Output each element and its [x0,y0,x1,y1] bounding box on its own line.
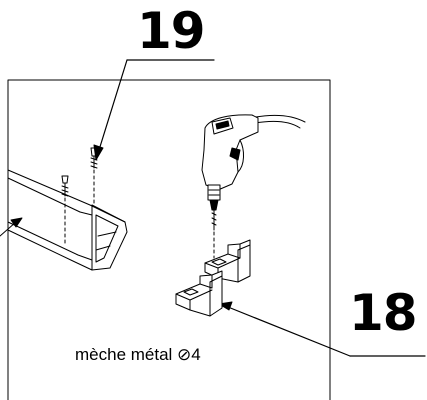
rail-profile [7,169,128,271]
callout-number-19: 19 [137,2,206,60]
screw-icon [90,147,98,206]
rail-arrow [0,217,23,237]
electric-drill-icon [201,114,306,259]
frame-border [7,79,331,400]
callout-number-18: 18 [349,284,418,342]
callout-19-leader [93,59,215,161]
bracket-block [175,270,223,317]
screw-icon [61,175,69,246]
drill-bit-note: mèche métal ⊘4 [75,345,201,364]
